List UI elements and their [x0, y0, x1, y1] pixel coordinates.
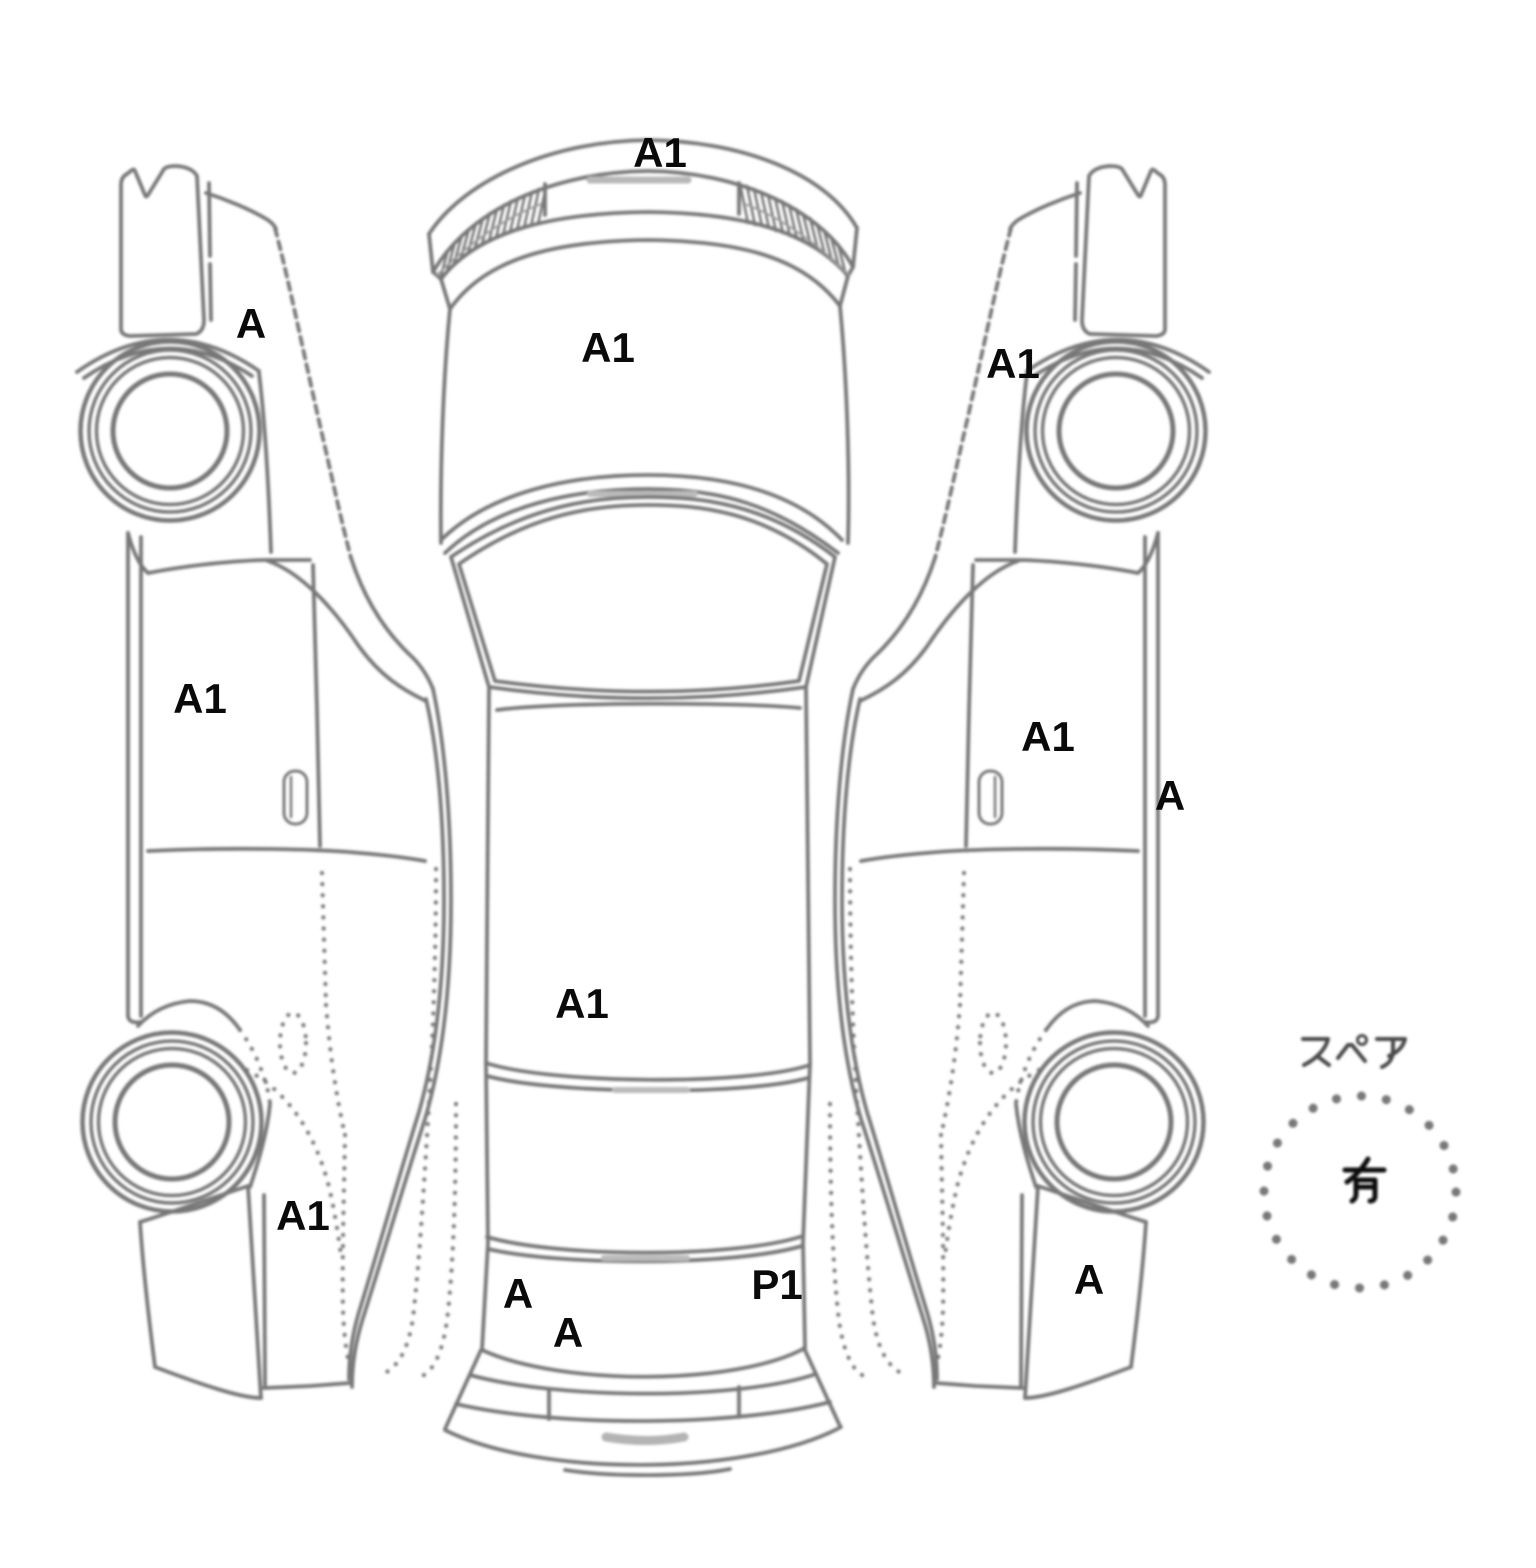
svg-text:P1: P1 [751, 1261, 802, 1308]
svg-text:A1: A1 [1021, 713, 1075, 760]
svg-text:A1: A1 [173, 675, 227, 722]
svg-text:A1: A1 [633, 129, 687, 176]
svg-text:A1: A1 [276, 1192, 330, 1239]
svg-text:A: A [503, 1270, 533, 1317]
svg-text:A1: A1 [581, 324, 635, 371]
svg-text:A1: A1 [555, 980, 609, 1027]
svg-text:A: A [236, 300, 266, 347]
svg-text:A: A [553, 1309, 583, 1356]
svg-text:A: A [1074, 1256, 1104, 1303]
svg-text:A1: A1 [986, 340, 1040, 387]
svg-text:A: A [1155, 772, 1185, 819]
